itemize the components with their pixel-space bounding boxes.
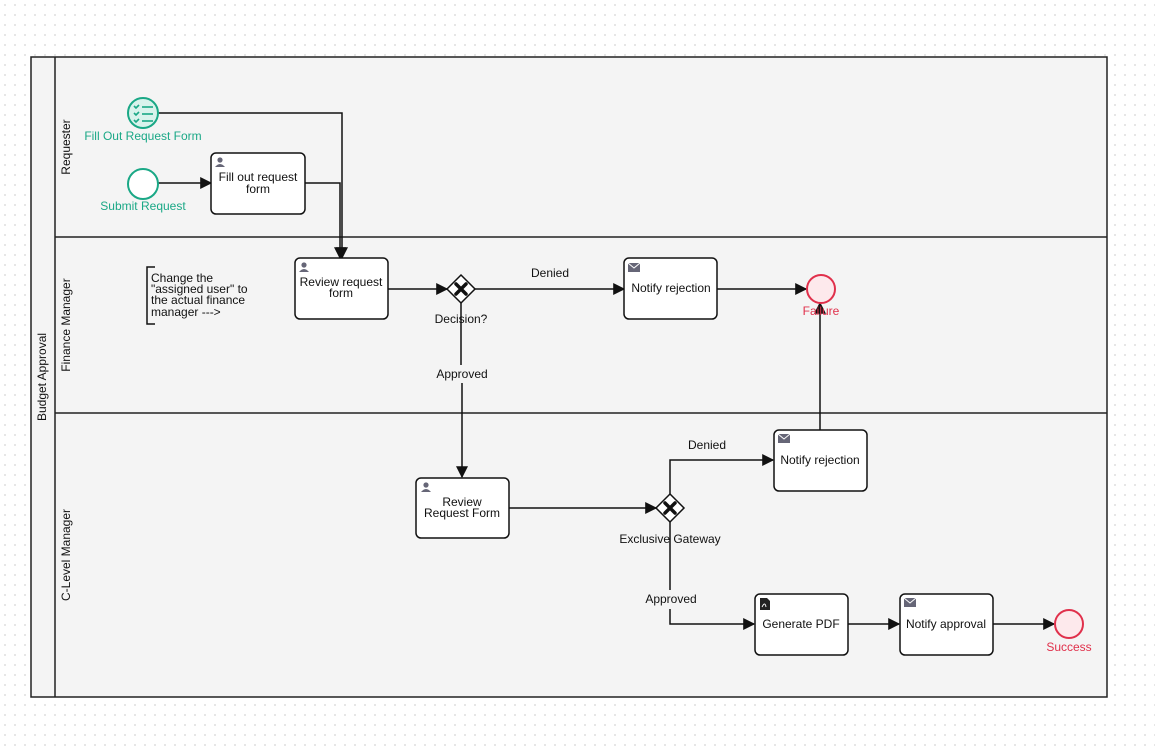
flow-label-cl-approved: Approved xyxy=(645,592,696,606)
end-event-success[interactable]: Success xyxy=(1046,609,1092,654)
lane-requester[interactable]: Requester xyxy=(55,119,1107,238)
task-label: Notify rejection xyxy=(631,281,710,295)
task-review-request-form-fm[interactable]: Review request form xyxy=(294,257,389,320)
start-event-submit-request[interactable]: Submit Request xyxy=(100,168,186,213)
lane-finance-manager[interactable]: Finance Manager xyxy=(55,278,1107,414)
flow-decision-approved[interactable] xyxy=(461,303,462,477)
text-annotation[interactable]: Change the "assigned user" to the actual… xyxy=(146,266,248,325)
flow-gateway-approved[interactable] xyxy=(669,522,754,624)
envelope-icon xyxy=(903,597,917,607)
annotation-line: the actual finance xyxy=(151,293,245,307)
lane-label-requester: Requester xyxy=(59,119,73,174)
flow-gateway-denied[interactable] xyxy=(669,454,775,494)
task-label: Generate PDF xyxy=(762,617,839,631)
sequence-flows xyxy=(158,112,1056,624)
task-label-line1: Review request xyxy=(300,275,383,289)
task-fill-out-request-form[interactable]: Fill out request form xyxy=(210,152,306,215)
event-label-success: Success xyxy=(1046,640,1091,654)
pool-title: Budget Approval xyxy=(35,333,49,421)
envelope-icon xyxy=(627,262,641,272)
end-event-failure[interactable]: Failure xyxy=(803,274,840,318)
lane-label-c-level-manager: C-Level Manager xyxy=(59,509,73,601)
task-label: Notify approval xyxy=(906,617,986,631)
gateway-label-decision: Decision? xyxy=(435,312,488,326)
event-label-submit-request: Submit Request xyxy=(100,199,186,213)
lane-c-level-manager[interactable]: C-Level Manager xyxy=(59,509,73,601)
task-list-icon xyxy=(133,104,153,124)
annotation-line: "assigned user" to xyxy=(151,282,248,296)
task-label-line1: Fill out request xyxy=(219,170,298,184)
gateway-label-exclusive: Exclusive Gateway xyxy=(619,532,720,546)
start-event-fill-out-request-form[interactable]: Fill Out Request Form xyxy=(84,97,202,143)
envelope-icon xyxy=(777,433,791,443)
flow-label-fm-denied: Denied xyxy=(531,266,569,280)
flow-label-fm-approved: Approved xyxy=(436,367,487,381)
task-label: Notify rejection xyxy=(780,453,859,467)
task-label-line2: Request Form xyxy=(424,506,500,520)
user-icon xyxy=(421,482,431,492)
task-label-line2: form xyxy=(246,182,270,196)
flow-label-cl-denied: Denied xyxy=(688,438,726,452)
annotation-line: Change the xyxy=(151,271,213,285)
user-icon xyxy=(215,157,225,167)
task-generate-pdf[interactable]: Generate PDF xyxy=(754,593,849,656)
user-icon xyxy=(299,262,309,272)
task-label-line1: Review xyxy=(442,495,482,509)
task-notify-rejection-fm[interactable]: Notify rejection xyxy=(623,257,718,320)
gateway-exclusive[interactable]: Exclusive Gateway xyxy=(619,492,721,546)
flow-fill-out-to-review[interactable] xyxy=(305,182,346,260)
annotation-line: manager ---> xyxy=(151,305,221,319)
x-marker-icon xyxy=(663,501,677,515)
event-label-failure: Failure xyxy=(803,304,840,318)
task-review-request-form-cl[interactable]: Review Request Form xyxy=(415,477,510,539)
task-notify-approval[interactable]: Notify approval xyxy=(899,593,994,656)
flow-form-start-to-review[interactable] xyxy=(158,112,348,260)
event-label-fill-out-request-form: Fill Out Request Form xyxy=(84,129,201,143)
task-label-line2: form xyxy=(329,286,353,300)
task-notify-rejection-cl[interactable]: Notify rejection xyxy=(773,429,868,492)
lane-label-finance-manager: Finance Manager xyxy=(59,278,73,371)
gateway-decision[interactable]: Decision? xyxy=(435,273,488,326)
x-marker-icon xyxy=(454,282,468,296)
pdf-icon xyxy=(760,598,770,610)
